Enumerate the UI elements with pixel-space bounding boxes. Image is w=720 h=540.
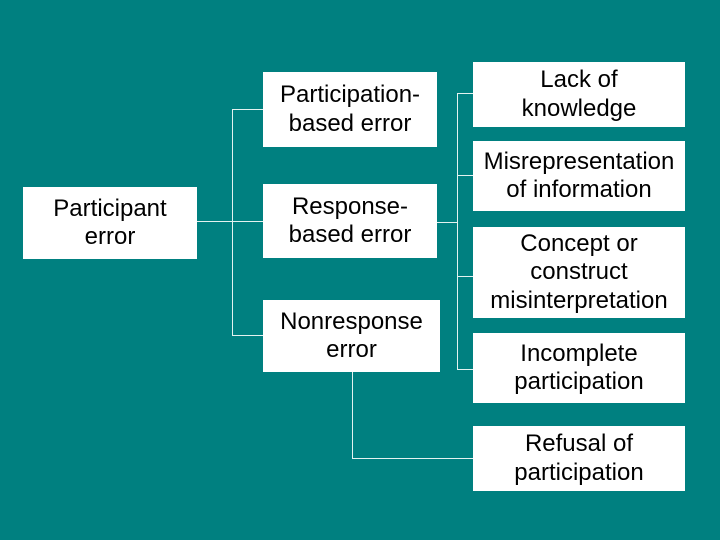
- connector-tick-nonresponse: [232, 335, 263, 336]
- connector-tick-participation-based: [232, 109, 263, 110]
- node-refusal-of-participation: Refusal of participation: [473, 426, 685, 491]
- connector-mid-trunk-vertical: [232, 109, 233, 336]
- connector-tick-misrepresentation: [457, 175, 473, 176]
- node-misrepresentation-of-information: Misrepresentation of information: [473, 141, 685, 211]
- connector-nonresponse-drop-vertical: [352, 372, 353, 459]
- connector-root-to-trunk: [197, 221, 263, 222]
- node-participant-error: Participant error: [23, 187, 197, 259]
- connector-tick-concept-misinterpretation: [457, 276, 473, 277]
- node-nonresponse-error: Nonresponse error: [263, 300, 440, 372]
- node-concept-construct-misinterpretation: Concept or construct misinterpretation: [473, 227, 685, 318]
- connector-leaf-trunk-vertical: [457, 93, 458, 370]
- connector-tick-lack-of-knowledge: [457, 93, 473, 94]
- node-lack-of-knowledge: Lack of knowledge: [473, 62, 685, 127]
- connector-to-refusal: [352, 458, 473, 459]
- connector-tick-incomplete-participation: [457, 369, 473, 370]
- connector-response-to-trunk: [437, 222, 458, 223]
- node-participation-based-error: Participation- based error: [263, 72, 437, 147]
- node-response-based-error: Response- based error: [263, 184, 437, 258]
- node-incomplete-participation: Incomplete participation: [473, 333, 685, 403]
